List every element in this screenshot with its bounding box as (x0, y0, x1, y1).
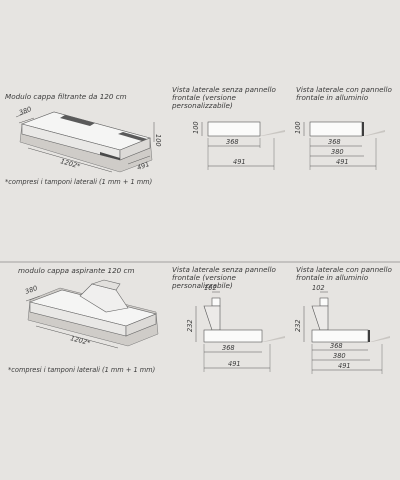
section2-title: modulo cappa aspirante 120 cm (18, 266, 135, 275)
dim-body-label: 368 (222, 344, 235, 352)
dim-flue-label: 102 (312, 284, 325, 292)
dim-label-depth: 380 (18, 105, 33, 117)
hood-body (309, 121, 363, 137)
dim-label-height: 100 (154, 134, 162, 147)
section2-side-view-1-title: Vista laterale senza pannello frontale (… (172, 265, 276, 290)
dim-height-label: 232 (294, 319, 302, 332)
flue-pipe (211, 297, 221, 307)
flue-pipe (319, 297, 329, 307)
section2-footnote: *compresi i tamponi laterali (1 mm + 1 m… (8, 366, 156, 374)
dim-label-depth: 380 (24, 284, 39, 296)
dim-label-side: 491 (136, 160, 151, 172)
iso-chimney (79, 283, 129, 313)
dim-height-label: 100 (294, 121, 302, 134)
hood-body (207, 121, 261, 137)
dim-label-width: 1202* (69, 334, 91, 347)
aluminium-panel (368, 330, 370, 342)
dim-panel-label: 380 (331, 148, 344, 156)
side-view-1-extractor: 102 232 368 491 (186, 284, 285, 372)
side-view-2-filter: 100 368 380 491 (294, 121, 385, 170)
dim-total-label: 491 (338, 362, 351, 370)
iso-filter-grille (60, 115, 95, 126)
dim-panel-label: 380 (333, 352, 346, 360)
dim-total-label: 491 (233, 158, 246, 166)
dim-line (18, 117, 35, 124)
dim-total-label: 491 (228, 360, 241, 368)
chimney-cover (311, 305, 329, 331)
chimney-cover (203, 305, 221, 331)
iso-filter-grille (118, 132, 147, 141)
section1-title: Modulo cappa filtrante da 120 cm (5, 92, 127, 101)
dim-total-label: 491 (336, 158, 349, 166)
dim-body-label: 368 (328, 138, 341, 146)
section2-side-view-2-title: Vista laterale con pannello frontale in … (296, 265, 392, 282)
dim-height-label: 232 (186, 319, 194, 332)
side-view-1-filter: 100 368 491 (192, 121, 285, 170)
dim-flue-label: 102 (204, 284, 217, 292)
iso-side-face (119, 137, 151, 161)
section1-side-view-1-title: Vista laterale senza pannello frontale (… (172, 85, 276, 110)
iso-filter-hood: 380 1202* 100 491 (15, 105, 162, 173)
dim-body-label: 368 (226, 138, 239, 146)
hood-body (203, 329, 263, 343)
hood-body (311, 329, 369, 343)
dim-height-label: 100 (192, 121, 200, 134)
iso-extractor-hood: 380 1202* (24, 279, 159, 349)
aluminium-panel (362, 122, 364, 136)
dim-body-label: 368 (330, 342, 343, 350)
side-view-2-extractor: 102 232 368 380 491 (294, 284, 390, 374)
section1-side-view-2-title: Vista laterale con pannello frontale in … (296, 85, 392, 102)
section1-footnote: *compresi i tamponi laterali (1 mm + 1 m… (5, 178, 153, 186)
